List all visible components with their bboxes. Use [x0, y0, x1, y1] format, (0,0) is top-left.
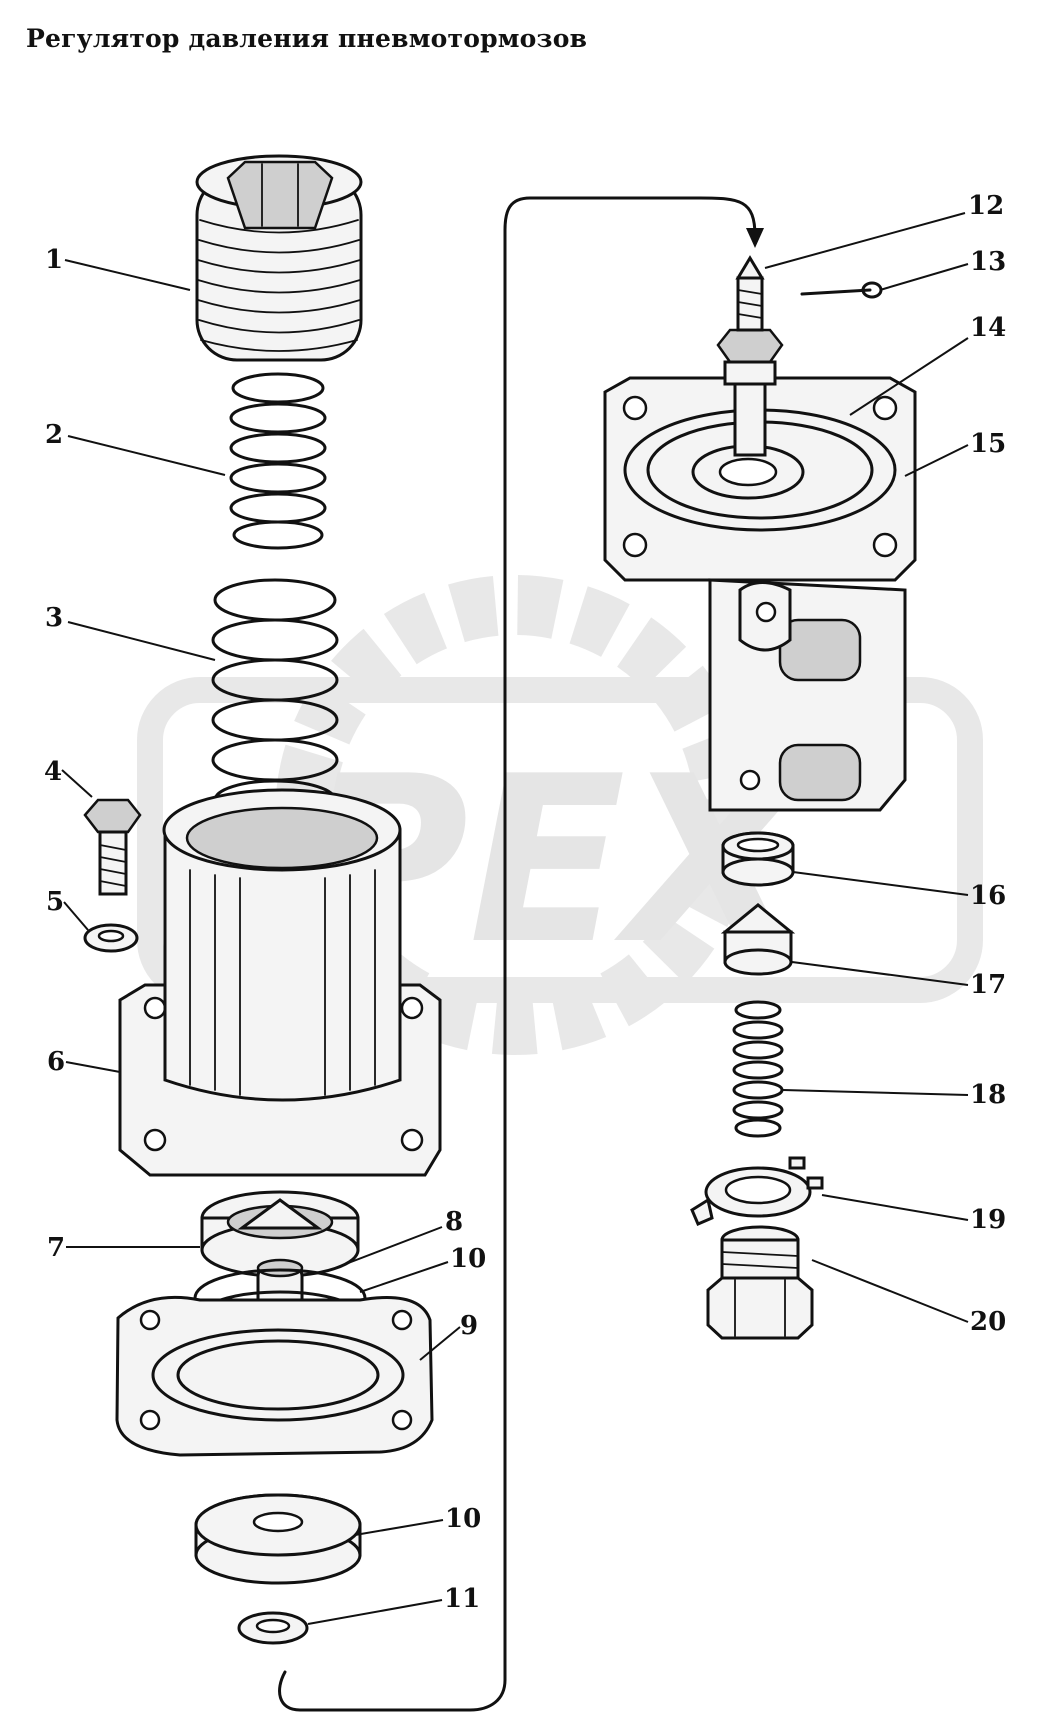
part-1-cap — [195, 154, 363, 362]
callout-2: 2 — [45, 420, 63, 450]
part-18-spring — [732, 1000, 784, 1138]
callout-12: 12 — [968, 191, 1004, 221]
callout-20: 20 — [970, 1307, 1006, 1337]
callout-11: 11 — [444, 1584, 480, 1614]
callout-15: 15 — [970, 429, 1006, 459]
callout-13: 13 — [970, 247, 1006, 277]
part-6-housing — [118, 788, 442, 1177]
part-14-seat — [691, 444, 805, 500]
part-2-spring — [229, 372, 327, 550]
callout-3: 3 — [45, 603, 63, 633]
callout-10b: 10 — [445, 1504, 481, 1534]
page-title: Регулятор давления пневмотормозов — [26, 24, 588, 53]
part-11-washer — [237, 1611, 309, 1645]
callout-9: 9 — [460, 1311, 478, 1341]
callout-19: 19 — [970, 1205, 1006, 1235]
callout-17: 17 — [970, 970, 1006, 1000]
part-12-screw — [716, 255, 784, 457]
callout-14: 14 — [970, 313, 1006, 343]
callout-1: 1 — [45, 245, 63, 275]
part-19-lock-washer — [690, 1156, 824, 1226]
leader-lines — [61, 212, 969, 1625]
part-13-cotter-pin — [800, 281, 883, 299]
part-10-lower-disk — [194, 1493, 362, 1585]
callout-10a: 10 — [450, 1244, 486, 1274]
callout-18: 18 — [970, 1080, 1006, 1110]
part-9-diaphragm — [115, 1295, 434, 1457]
part-7-ring — [200, 1190, 360, 1278]
part-4-bolt — [83, 798, 142, 896]
callout-7: 7 — [47, 1233, 65, 1263]
callout-4: 4 — [44, 757, 62, 787]
part-16-bushing — [721, 831, 795, 887]
callout-16: 16 — [970, 881, 1006, 911]
part-5-washer — [83, 923, 139, 953]
callout-6: 6 — [47, 1047, 65, 1077]
callout-labels: 1 2 3 4 5 6 7 8 10 9 10 11 12 13 14 15 1… — [44, 191, 1006, 1614]
part-17-valve — [720, 903, 796, 976]
part-20-plug — [706, 1225, 814, 1340]
callout-5: 5 — [46, 887, 64, 917]
arrow-head — [746, 228, 764, 248]
callout-8: 8 — [445, 1207, 463, 1237]
assembly-connection-line — [278, 196, 757, 1712]
